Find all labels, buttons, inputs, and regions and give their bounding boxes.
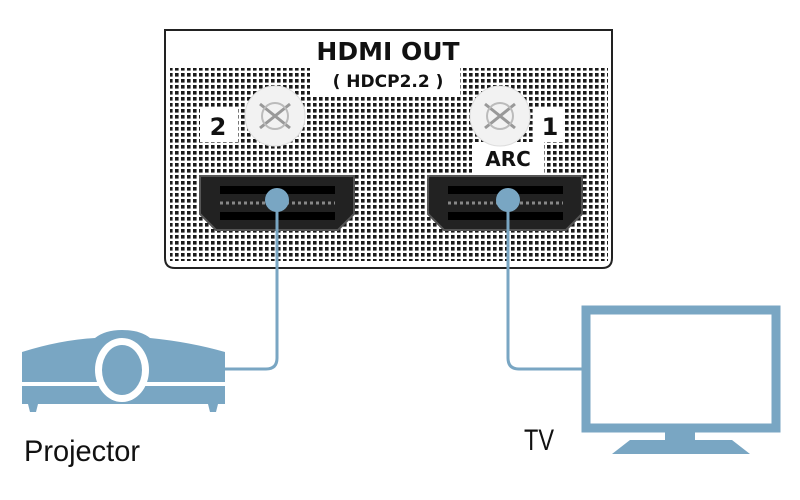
panel-subtitle: ( HDCP2.2 ) (333, 72, 444, 92)
projector-icon (22, 330, 225, 412)
connection-dot-port-2 (265, 188, 289, 212)
port-1-number: 1 (542, 113, 559, 141)
tv-icon (581, 305, 781, 454)
cable-port2-to-projector (225, 200, 279, 371)
screw-icon (244, 85, 306, 147)
connection-dot-port-1 (496, 188, 520, 212)
tv-label: TV (524, 424, 554, 457)
screw-icon (469, 85, 531, 147)
port-2-number: 2 (210, 113, 227, 141)
port-1-arc-label: ARC (485, 147, 531, 171)
hdmi-out-panel: HDMI OUT ( HDCP2.2 ) 2 1 ARC (164, 29, 613, 269)
cable-port1-to-tv (506, 200, 585, 371)
panel-title: HDMI OUT (316, 37, 459, 66)
projector-label: Projector (24, 435, 140, 468)
